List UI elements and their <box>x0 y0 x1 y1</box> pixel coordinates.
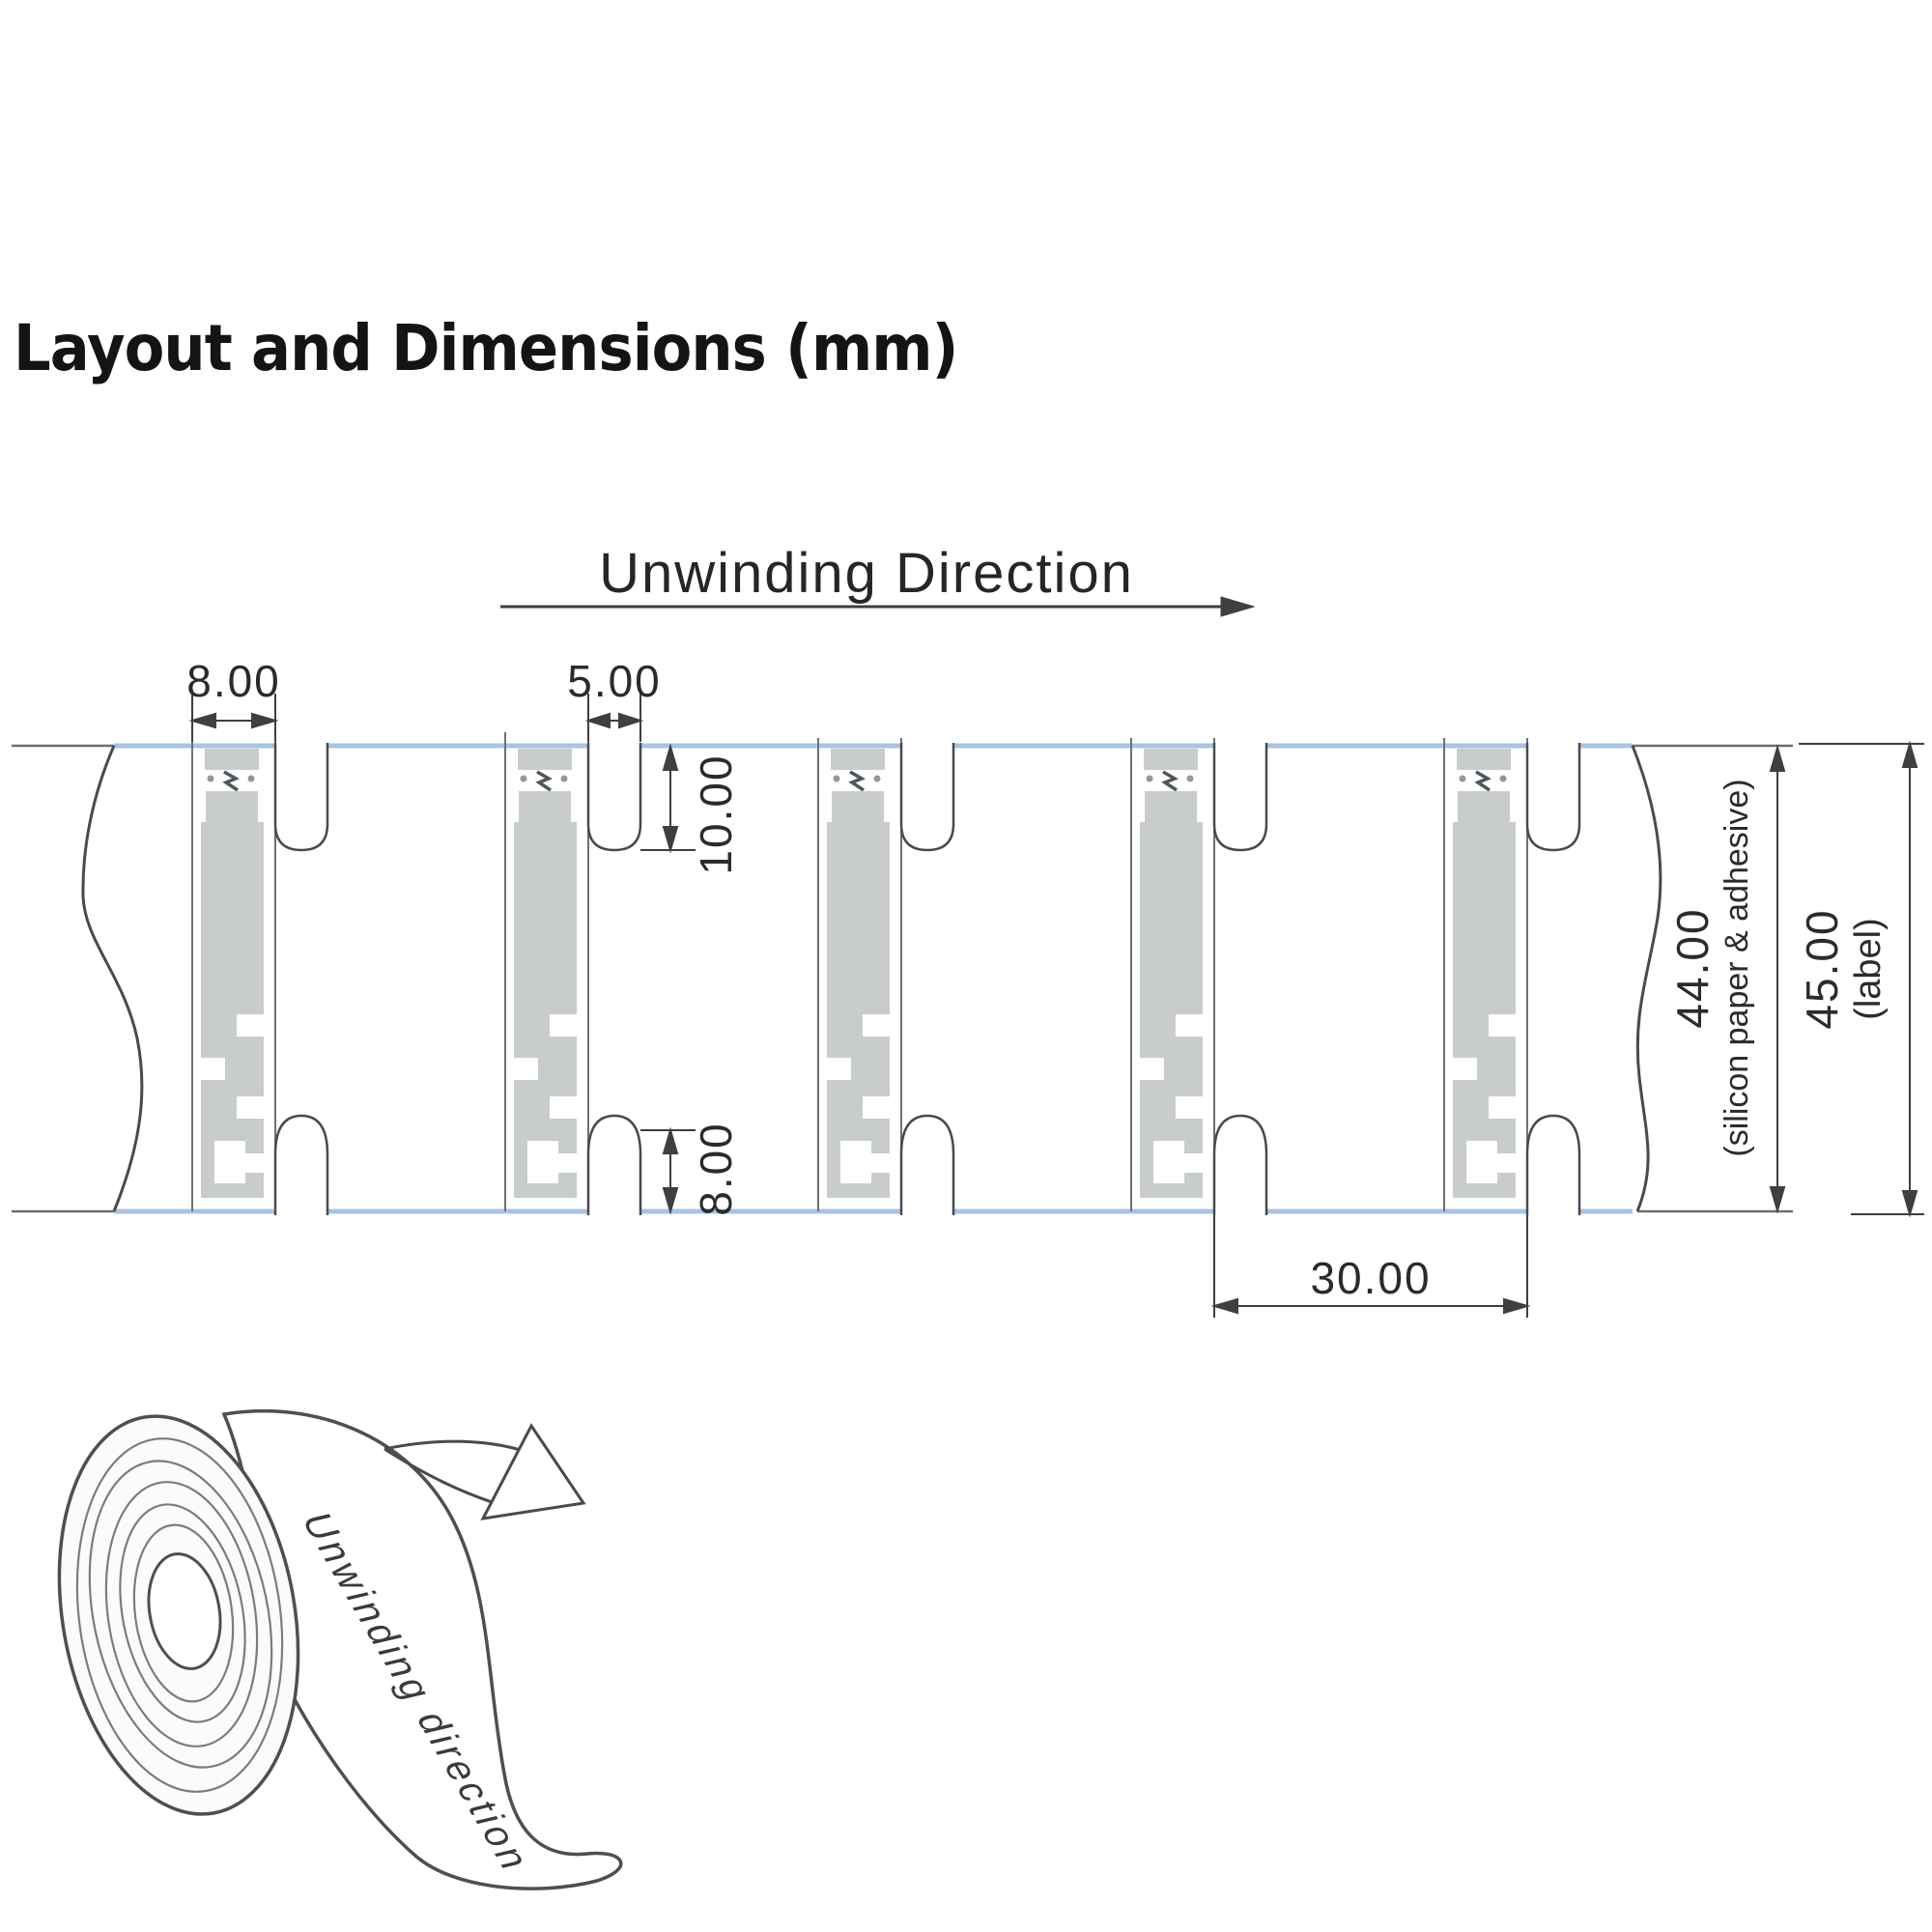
antenna-inlays <box>199 747 1518 1200</box>
dim-liner-width-note: (silicon paper & adhesive) <box>1718 779 1755 1157</box>
antenna-inlay <box>1451 747 1518 1200</box>
page-title: Layout and Dimensions (mm) <box>14 311 958 385</box>
dim-bottom-notch-height: 8.00 <box>691 1122 741 1216</box>
dim-label-width-note: (label) <box>1847 918 1889 1020</box>
dim-label-width: 45.00 (label) <box>1796 908 1889 1030</box>
strip-edges-blue <box>114 743 1633 1214</box>
antenna-inlay <box>1138 747 1205 1200</box>
unwind-arrow-icon <box>384 1423 586 1520</box>
unwinding-direction-label: Unwinding Direction <box>599 542 1134 605</box>
antenna-inlay <box>199 747 266 1200</box>
web-strip <box>12 715 1793 1215</box>
top-notches <box>273 743 1581 852</box>
antenna-inlay <box>512 747 579 1200</box>
break-line-right <box>1631 745 1662 1212</box>
unwinding-direction-arrow <box>500 596 1256 617</box>
antenna-inlay <box>825 747 892 1200</box>
dim-antenna-zone-width: 8.00 <box>186 656 281 706</box>
dim-liner-width: 44.00 (silicon paper & adhesive) <box>1667 779 1755 1157</box>
roll-illustration <box>57 1409 623 1890</box>
break-line-left <box>81 745 144 1212</box>
bottom-notches <box>273 1114 1581 1215</box>
roll-spiral <box>57 1414 300 1816</box>
dim-top-notch-width: 5.00 <box>567 656 662 706</box>
strip-edges-gray <box>12 744 1793 1213</box>
dim-liner-width-value: 44.00 <box>1667 907 1719 1029</box>
roll-core-hole <box>147 1552 222 1670</box>
dim-label-pitch: 30.00 <box>1310 1253 1432 1303</box>
dim-label-width-value: 45.00 <box>1796 908 1847 1030</box>
dimension-lines <box>188 694 1924 1318</box>
dim-top-notch-depth: 10.00 <box>691 753 741 875</box>
